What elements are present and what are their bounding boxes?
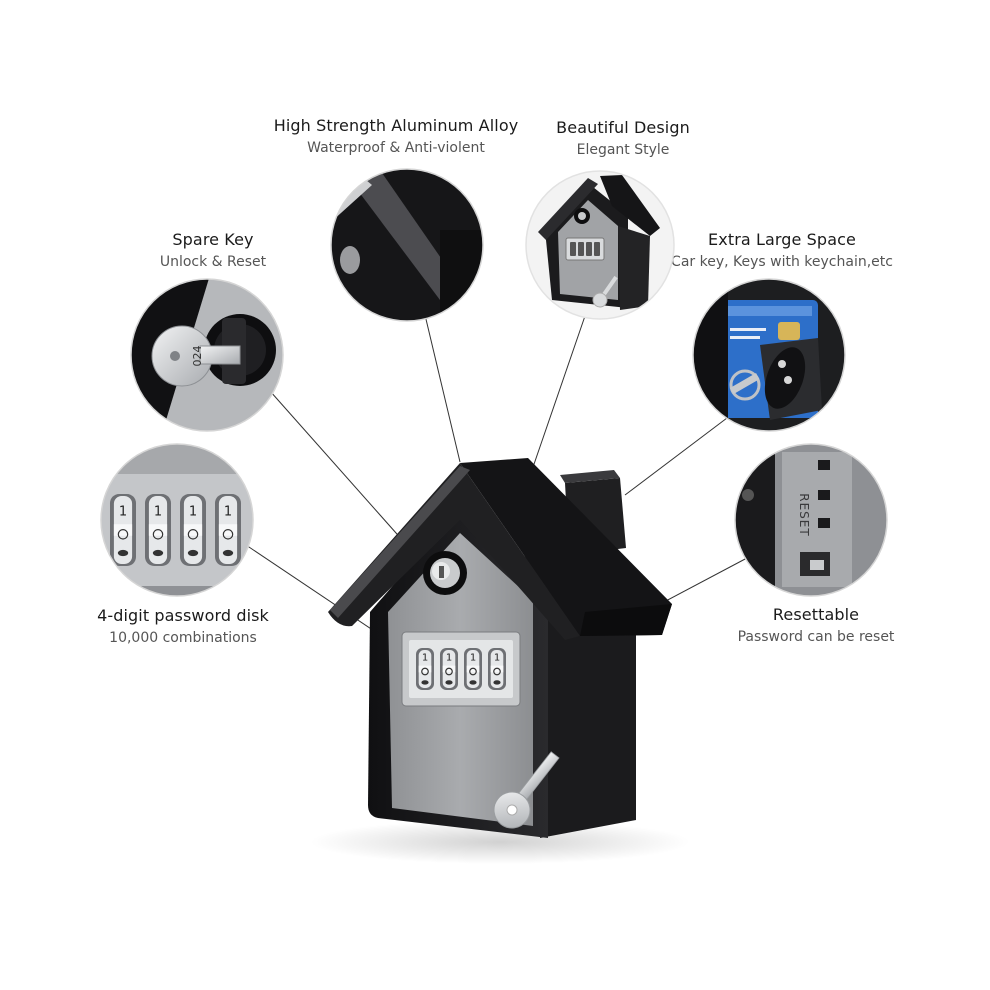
caption-title: Resettable	[772, 605, 860, 624]
dial-digit: 1	[494, 653, 500, 664]
dial-wheel[interactable]: 1	[110, 494, 136, 566]
spare-key	[493, 751, 560, 829]
caption-title: High Strength Aluminum Alloy	[273, 116, 519, 135]
dial-digit: 1	[470, 653, 476, 664]
dial-digit: 1	[154, 505, 162, 520]
detail-spare-key: 024	[130, 278, 284, 432]
dial-digit: 1	[119, 505, 127, 520]
detail-house-design	[525, 170, 675, 320]
caption-subtitle: 10,000 combinations	[109, 630, 257, 646]
key-box-main: 1 1 1 1	[310, 458, 690, 864]
caption-subtitle: Password can be reset	[737, 629, 895, 645]
detail-password-dials: 1 1 1 1	[100, 443, 254, 597]
caption-spare-key: Spare Key Unlock & Reset	[160, 230, 266, 270]
dial-wheel[interactable]: 1	[464, 648, 482, 690]
combination-dials: 1 1 1 1	[401, 631, 521, 707]
caption-alloy: High Strength Aluminum Alloy Waterproof …	[274, 116, 519, 156]
dial-digit: 1	[446, 653, 452, 664]
caption-reset: Resettable Password can be reset	[738, 605, 895, 645]
caption-title: 4-digit password disk	[97, 606, 269, 625]
detail-alloy-corner	[330, 168, 484, 322]
dial-wheel[interactable]: 1	[215, 494, 241, 566]
keyhole	[423, 551, 467, 595]
caption-space: Extra Large Space Car key, Keys with key…	[671, 230, 893, 270]
key-code: 024	[191, 346, 204, 367]
dial-digit: 1	[189, 505, 197, 520]
caption-title: Beautiful Design	[556, 118, 690, 137]
caption-subtitle: Car key, Keys with keychain,etc	[671, 254, 893, 270]
dial-wheel[interactable]: 1	[145, 494, 171, 566]
dial-wheel[interactable]: 1	[488, 648, 506, 690]
caption-subtitle: Waterproof & Anti-violent	[307, 140, 485, 156]
caption-title: Extra Large Space	[708, 230, 856, 249]
dial-wheel[interactable]: 1	[180, 494, 206, 566]
caption-design: Beautiful Design Elegant Style	[556, 118, 690, 158]
caption-password: 4-digit password disk 10,000 combination…	[97, 606, 269, 646]
dial-wheel[interactable]: 1	[416, 648, 434, 690]
dial-digit: 1	[224, 505, 232, 520]
detail-interior-space	[692, 278, 846, 432]
dial-wheel[interactable]: 1	[440, 648, 458, 690]
caption-title: Spare Key	[172, 230, 254, 249]
caption-subtitle: Elegant Style	[576, 142, 670, 158]
reset-label: RESET	[797, 493, 811, 536]
dial-digit: 1	[422, 653, 428, 664]
caption-subtitle: Unlock & Reset	[159, 254, 267, 270]
detail-reset-button: RESET	[734, 443, 888, 597]
